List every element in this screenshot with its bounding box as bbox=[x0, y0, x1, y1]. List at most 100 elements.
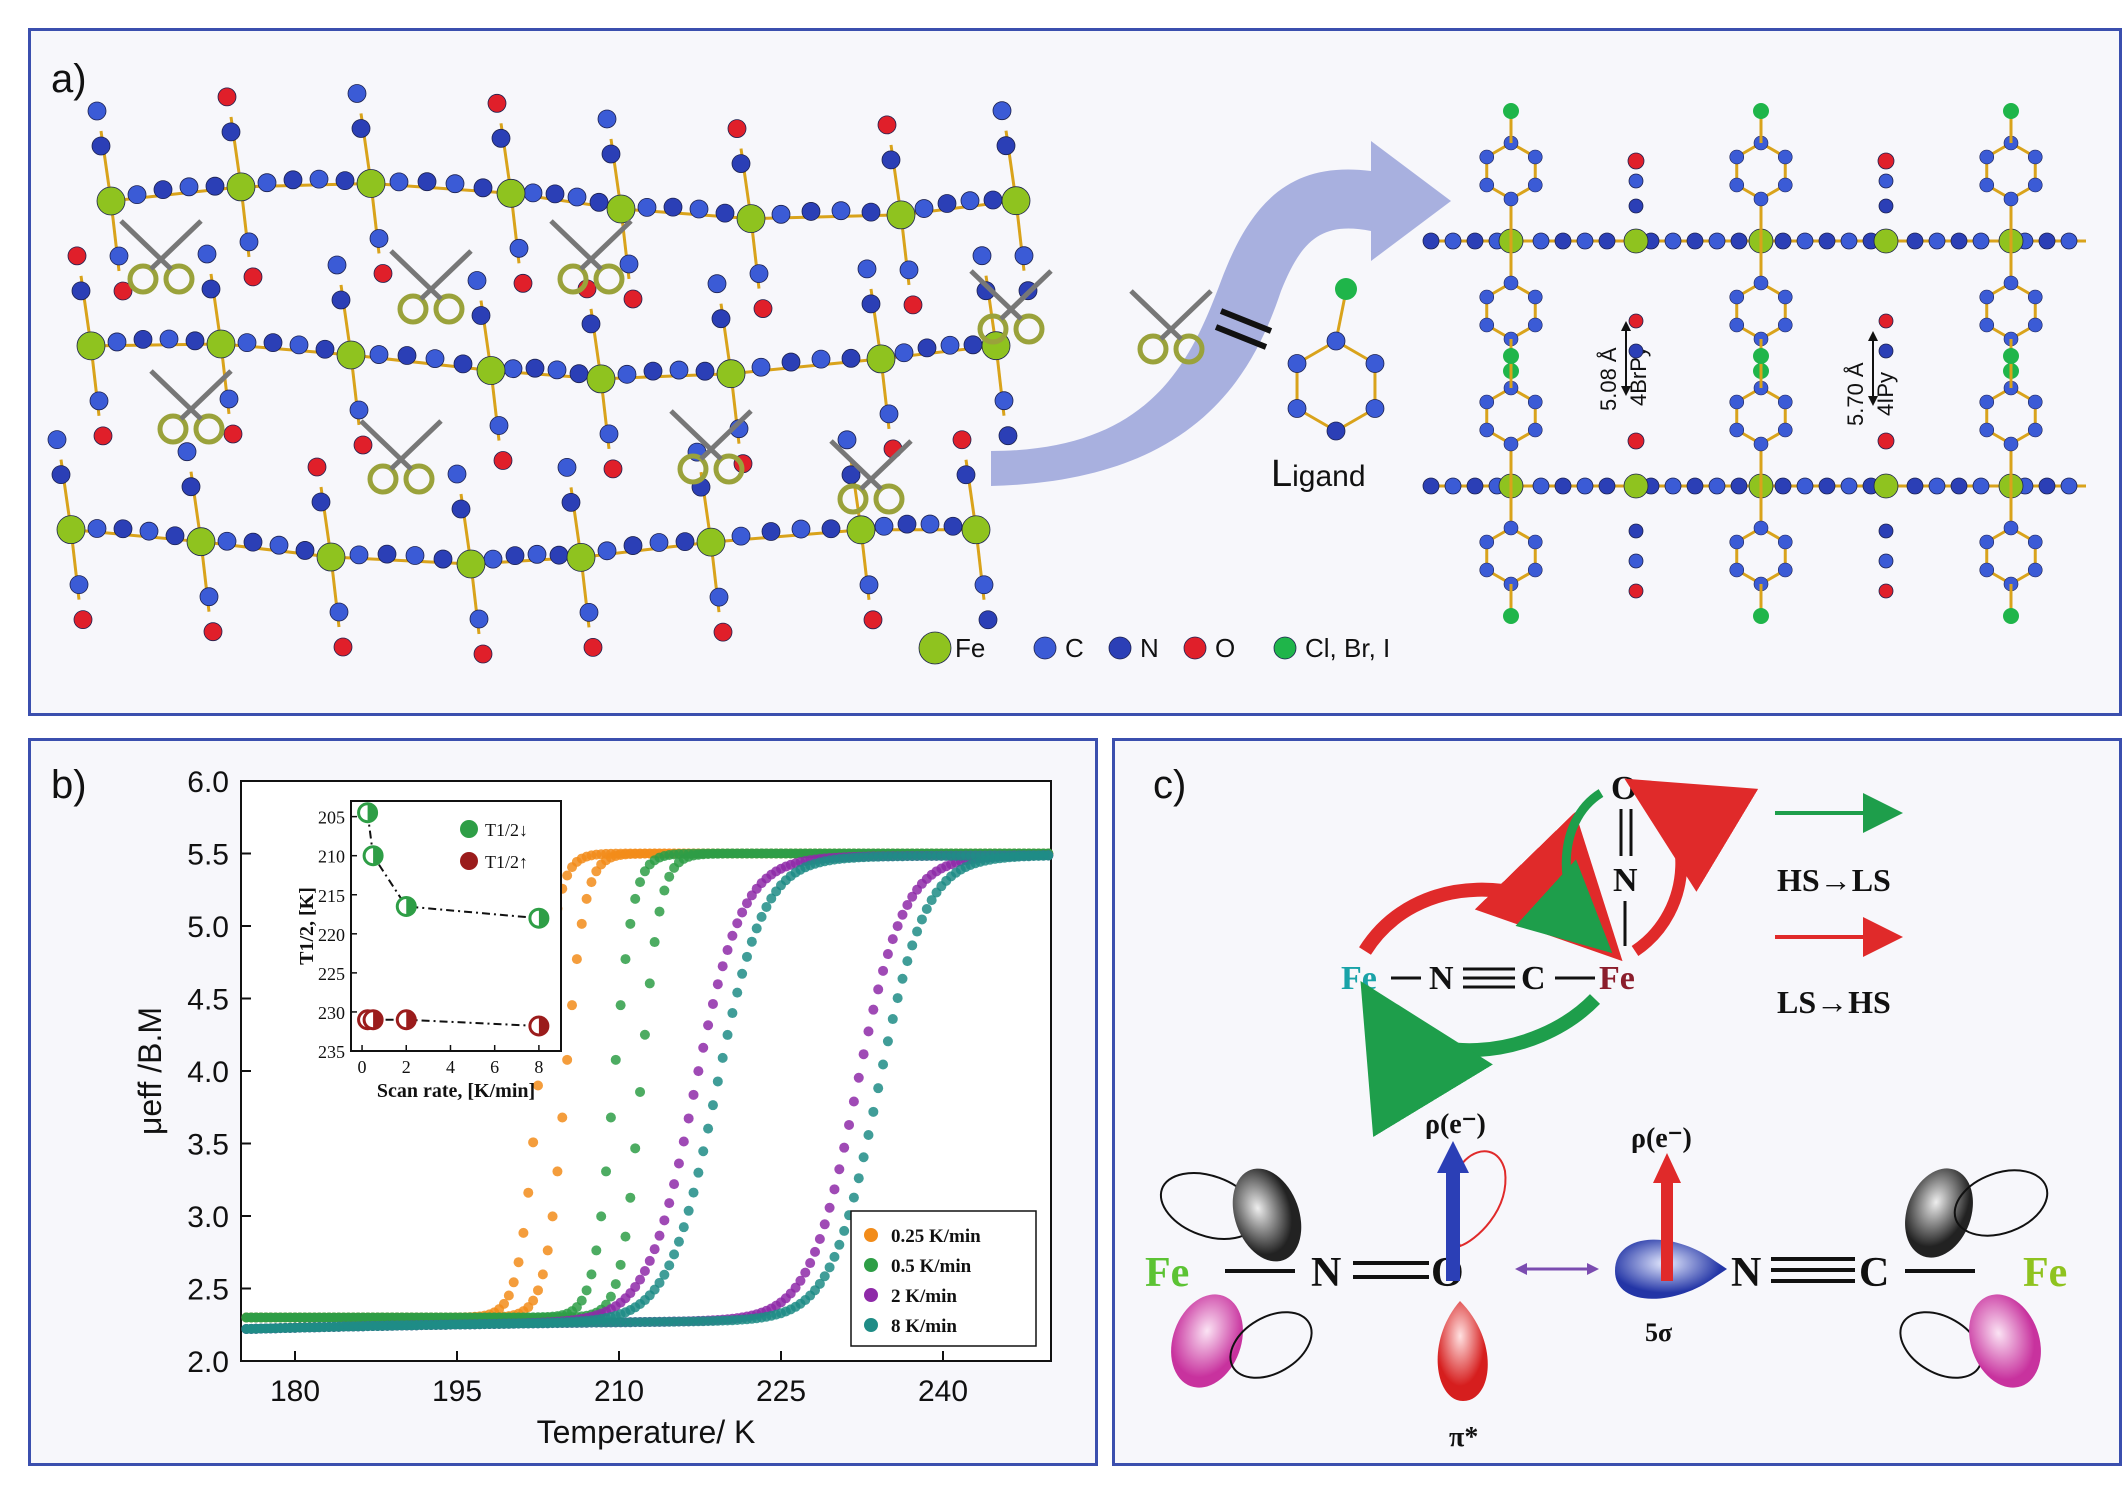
top-fe-right: Fe bbox=[1599, 960, 1635, 997]
axial-atom bbox=[243, 267, 263, 287]
orbital-right-pink-lobe bbox=[1969, 1294, 2041, 1388]
c-atom bbox=[199, 587, 219, 607]
c-atom bbox=[239, 232, 259, 252]
c-atom bbox=[1950, 477, 1968, 495]
data-point bbox=[751, 923, 762, 934]
data-point bbox=[630, 893, 641, 904]
axial-atom bbox=[583, 637, 603, 657]
data-point bbox=[693, 1167, 704, 1178]
inset-x-tick-label: 6 bbox=[490, 1057, 499, 1077]
chain-atom bbox=[1878, 583, 1894, 599]
legend-red-label: LS→HS bbox=[1777, 984, 1891, 1020]
c-atom bbox=[619, 254, 639, 274]
n-atom bbox=[331, 290, 351, 310]
green-arrow-fe-to-fe bbox=[1360, 981, 1601, 1138]
c-atom bbox=[623, 536, 643, 555]
data-point bbox=[819, 1219, 830, 1230]
c-atom bbox=[731, 526, 751, 546]
inset-y-tick-label: 215 bbox=[318, 886, 345, 906]
c-atom bbox=[1708, 232, 1726, 250]
y-tick-label: 6.0 bbox=[187, 766, 229, 799]
axial-atom bbox=[223, 424, 243, 444]
c-atom bbox=[791, 519, 811, 539]
fe-atom bbox=[886, 200, 916, 230]
rho-label-1: ρ(e⁻) bbox=[1425, 1109, 1486, 1140]
inset-point-fill bbox=[373, 846, 383, 865]
data-point bbox=[542, 1245, 553, 1256]
c-atom bbox=[1928, 477, 1946, 495]
data-point bbox=[912, 926, 923, 937]
data-point bbox=[698, 1042, 709, 1053]
data-point bbox=[703, 1020, 714, 1031]
chain-atom bbox=[1878, 553, 1894, 569]
pi-star-lower-lobe bbox=[1437, 1301, 1488, 1401]
c-atom bbox=[1532, 477, 1550, 495]
orbital-right-outline-bottom bbox=[1899, 1311, 1983, 1379]
y-tick-label: 5.0 bbox=[187, 911, 229, 944]
axial-atom bbox=[837, 430, 857, 450]
data-point bbox=[498, 1298, 509, 1309]
pyridine-ligand bbox=[1479, 348, 1543, 486]
data-point bbox=[902, 956, 913, 967]
data-point bbox=[727, 930, 738, 941]
data-point bbox=[858, 1152, 869, 1163]
c-atom bbox=[1774, 477, 1792, 495]
data-point bbox=[717, 961, 728, 972]
c-atom bbox=[1928, 232, 1946, 250]
data-point bbox=[581, 1285, 592, 1296]
data-point bbox=[610, 1054, 621, 1065]
inset-y-tick-label: 225 bbox=[318, 964, 345, 984]
pyridine-ligand bbox=[1979, 486, 2043, 624]
c-atom bbox=[643, 361, 663, 381]
fe-atom bbox=[1001, 186, 1031, 216]
c-atom bbox=[1576, 477, 1594, 495]
data-point bbox=[882, 1036, 893, 1047]
data-point bbox=[571, 954, 582, 965]
c-atom bbox=[920, 514, 940, 534]
chain-atom bbox=[1878, 198, 1894, 214]
c-atom bbox=[257, 173, 277, 193]
data-point bbox=[649, 1244, 660, 1255]
chain-atom bbox=[1878, 523, 1894, 539]
orbital-left-pink-lobe bbox=[1171, 1294, 1243, 1388]
data-point bbox=[897, 909, 908, 920]
data-point bbox=[630, 1281, 641, 1292]
axial-atom bbox=[713, 622, 733, 642]
data-point bbox=[916, 914, 927, 925]
c-atom bbox=[1950, 232, 1968, 250]
n-atom bbox=[996, 136, 1016, 156]
c-atom bbox=[417, 172, 437, 192]
top-n: N bbox=[1429, 960, 1454, 997]
data-point bbox=[878, 965, 889, 976]
data-point bbox=[596, 1211, 607, 1222]
axial-atom bbox=[603, 459, 623, 479]
c-atom bbox=[897, 514, 917, 534]
legend-label: 0.5 K/min bbox=[891, 1256, 972, 1277]
inset-x-tick-label: 2 bbox=[402, 1057, 411, 1077]
orbital-left-black-lobe bbox=[1232, 1168, 1302, 1262]
c-atom bbox=[445, 174, 465, 194]
fe-atom bbox=[1873, 228, 1899, 254]
data-point bbox=[810, 1246, 821, 1257]
data-point bbox=[518, 1227, 529, 1238]
data-point bbox=[678, 1222, 689, 1233]
legend-label: 0.25 K/min bbox=[891, 1226, 981, 1247]
axial-atom bbox=[467, 271, 487, 290]
data-point bbox=[635, 877, 646, 888]
data-point bbox=[907, 940, 918, 951]
c-atom bbox=[237, 333, 257, 353]
scissors-icon bbox=[389, 249, 473, 325]
data-point bbox=[824, 1202, 835, 1213]
legend-swatch bbox=[1033, 636, 1057, 660]
data-point bbox=[839, 1142, 850, 1153]
n-atom bbox=[181, 477, 201, 497]
n-atom bbox=[601, 144, 621, 164]
c-atom bbox=[914, 199, 934, 218]
pyridine-ligand bbox=[1729, 103, 1793, 241]
chain-atom bbox=[1628, 173, 1644, 189]
data-point bbox=[848, 1192, 859, 1203]
n-atom bbox=[201, 279, 221, 299]
axial-atom bbox=[373, 264, 393, 283]
c-atom bbox=[831, 201, 851, 221]
